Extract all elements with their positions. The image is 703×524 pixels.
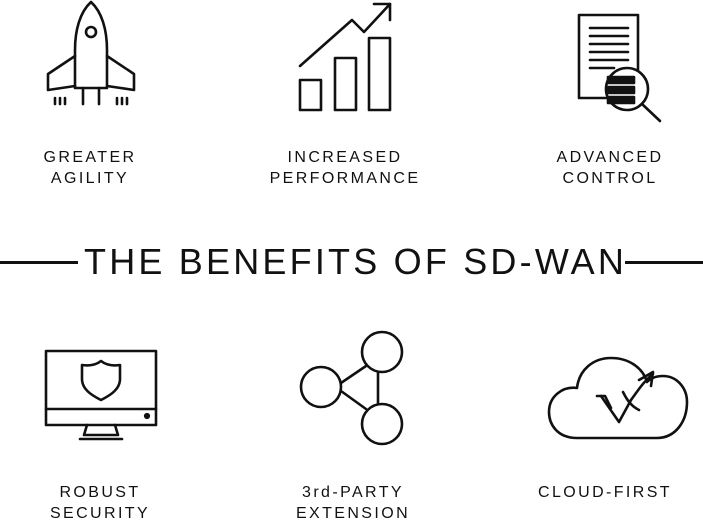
benefit-label-line2: AGILITY — [50, 170, 130, 187]
benefit-label-robust-security: ROBUST SECURITY — [10, 482, 190, 524]
title-rule-left — [0, 261, 78, 264]
benefit-label-line1: ROBUST — [59, 484, 141, 501]
benefit-label-advanced-control: ADVANCED CONTROL — [520, 147, 700, 189]
shield-monitor-icon — [44, 349, 160, 447]
benefit-label-line1: 3rd-PARTY — [302, 484, 404, 501]
share-nodes-icon — [298, 330, 408, 448]
page-title: THE BENEFITS OF SD-WAN — [84, 241, 628, 282]
benefit-label-cloud-first: CLOUD-FIRST — [515, 482, 695, 503]
benefit-label-line2: SECURITY — [49, 505, 151, 522]
benefit-label-line1: ADVANCED — [556, 149, 664, 166]
benefit-label-3rd-party-extension: 3rd-PARTY EXTENSION — [263, 482, 443, 524]
benefit-label-line2: CONTROL — [562, 170, 658, 187]
growth-chart-icon — [294, 0, 396, 115]
document-search-icon — [574, 10, 666, 125]
benefit-label-line1: CLOUD-FIRST — [538, 484, 672, 501]
title-rule-right — [625, 261, 703, 264]
benefit-label-line2: EXTENSION — [295, 505, 411, 522]
benefit-label-line2: PERFORMANCE — [269, 170, 421, 187]
title-banner: THE BENEFITS OF SD-WAN — [0, 236, 703, 288]
benefit-label-greater-agility: GREATER AGILITY — [0, 147, 180, 189]
rocket-icon — [40, 0, 140, 112]
benefit-label-line1: INCREASED — [287, 149, 403, 166]
cloud-check-icon — [547, 352, 693, 444]
benefit-label-increased-performance: INCREASED PERFORMANCE — [255, 147, 435, 189]
benefit-label-line1: GREATER — [43, 149, 137, 166]
